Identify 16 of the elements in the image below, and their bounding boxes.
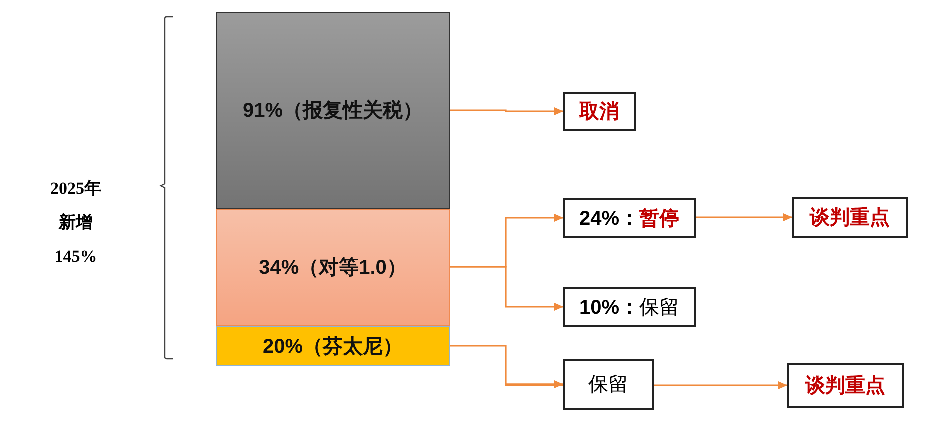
bar-segment: 20%（芬太尼）	[216, 326, 450, 366]
bar-segment: 34%（对等1.0）	[216, 209, 450, 326]
arrow	[450, 345, 564, 388]
result-box: 谈判重点	[792, 197, 908, 238]
result-box: 保留	[563, 359, 654, 410]
total-label: 2025年新增145%	[50, 178, 102, 268]
result-box	[563, 198, 696, 238]
arrow	[450, 266, 564, 311]
bar-segment: 91%（报复性关税）	[216, 12, 450, 209]
arrow	[696, 214, 792, 222]
result-box: 谈判重点	[787, 363, 904, 408]
arrow	[450, 108, 564, 116]
result-box: 10%：保留	[563, 287, 696, 327]
percent-text: 24%：	[579, 206, 640, 232]
result-box: 取消	[563, 92, 636, 131]
status-text: 暂停	[640, 206, 680, 232]
